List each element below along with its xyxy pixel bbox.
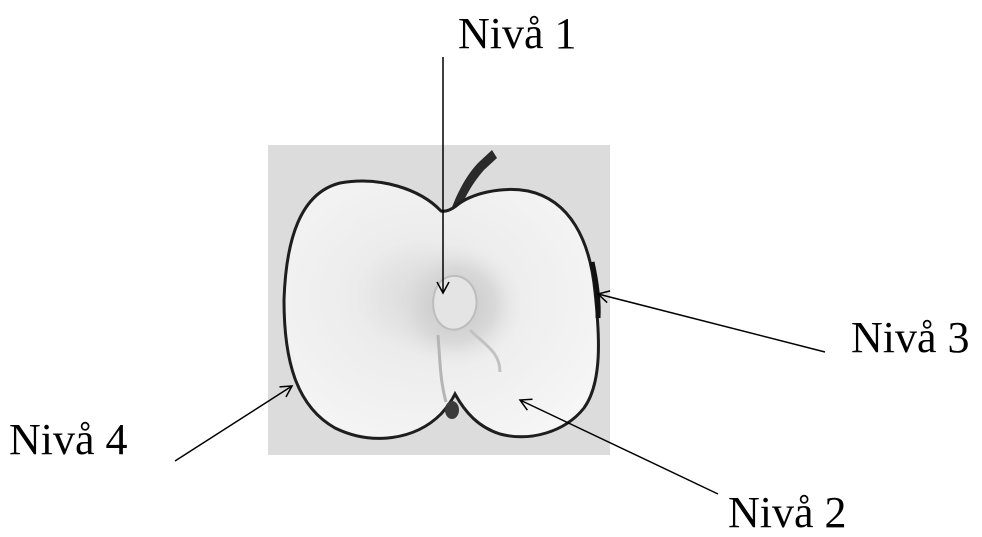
label-level-3: Nivå 3 [851,316,970,360]
label-level-2: Nivå 2 [728,491,847,535]
label-level-4: Nivå 4 [9,418,128,462]
apple-blossom-end [445,401,459,419]
arrow-level-3 [598,294,825,352]
apple-core-seed-cavity [433,276,476,330]
label-level-1: Nivå 1 [458,12,577,56]
